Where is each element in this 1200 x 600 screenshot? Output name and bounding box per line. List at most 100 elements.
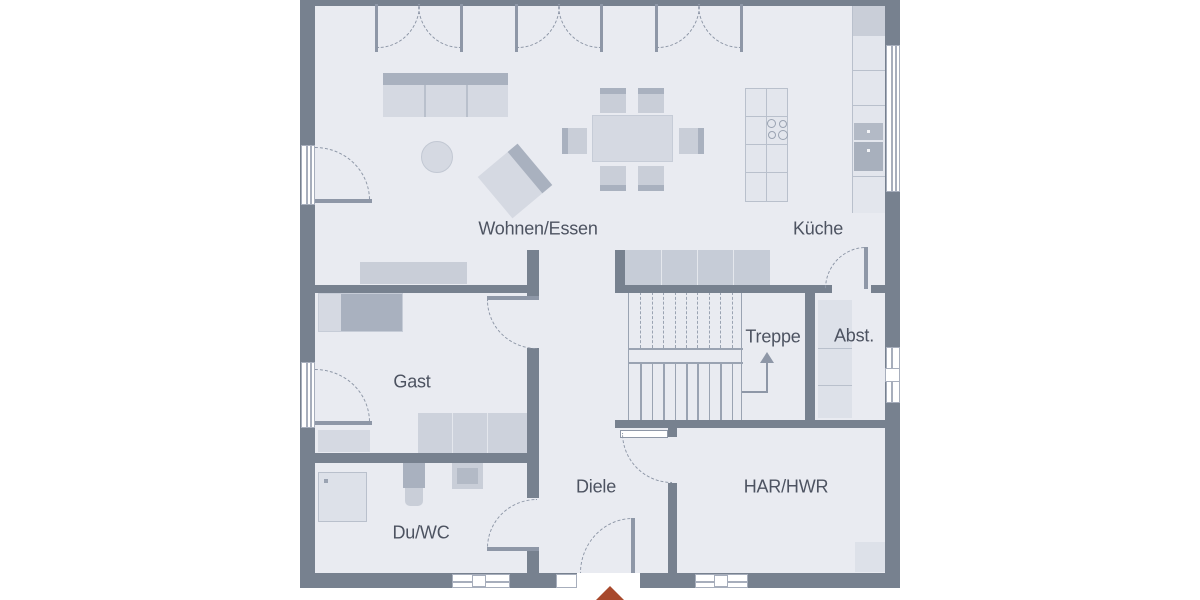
dining-chair [638, 88, 664, 113]
landing-line [629, 348, 743, 350]
stair-tread [686, 292, 687, 348]
terrace-door-leaf [315, 421, 372, 425]
duwc-door-leaf [487, 547, 539, 551]
storage-shelf [818, 300, 852, 418]
patio-door-leaf [515, 4, 518, 52]
patio-door-leaf [460, 4, 463, 52]
utility-equipment [855, 542, 885, 572]
shower-drain [324, 479, 328, 483]
window-connection-box [714, 575, 728, 587]
dresser [318, 430, 370, 452]
stair-tread [697, 363, 699, 420]
kitchen-tall-cabinet [852, 6, 885, 36]
cooktop-burner [767, 119, 776, 128]
kitchen-counter [852, 6, 885, 213]
dining-chair [638, 166, 664, 191]
wall-har-left [668, 483, 677, 573]
sofa-cushion-divider [466, 85, 468, 117]
exterior-wall-top [300, 0, 900, 6]
stair-tread [651, 363, 654, 420]
landing-line [629, 362, 743, 364]
wall-stair-bottom [615, 420, 885, 428]
room-label-gast: Gast [393, 371, 431, 392]
entrance-sidelight [556, 574, 577, 588]
entrance-door-leaf [631, 518, 635, 573]
wardrobe [418, 413, 527, 453]
patio-door-leaf [655, 4, 658, 52]
entrance-arrow [594, 586, 626, 600]
stair-tread [674, 363, 677, 420]
oven-knob [867, 149, 870, 152]
wall-stair-top [871, 285, 885, 293]
patio-door-leaf [740, 4, 743, 52]
stair-tread [651, 292, 653, 348]
stairs-walk-line [742, 391, 768, 393]
stair-tread [731, 292, 733, 348]
exterior-wall-left [300, 0, 315, 588]
stair-tread [663, 363, 665, 420]
appliance-knob [867, 130, 870, 133]
stair-tread [674, 292, 676, 348]
gast-door-leaf [487, 296, 539, 300]
room-label-duwc: Du/WC [392, 522, 450, 543]
wall-hall-vertical [527, 548, 539, 575]
wall-duwc-top [315, 453, 539, 463]
window-connection-box [472, 575, 486, 587]
counter-divider [852, 105, 885, 106]
sofa-cushion-divider [424, 85, 426, 117]
stairs-upper-flight [629, 292, 743, 348]
stair-tread [720, 363, 722, 420]
stair-tread [708, 292, 710, 348]
island-divider [745, 172, 788, 173]
wall-passage-pier [615, 250, 625, 292]
wall-abst-left [805, 293, 815, 420]
dining-chair [600, 88, 626, 113]
room-label-treppe: Treppe [745, 326, 801, 347]
toilet-tank [403, 463, 425, 488]
bed [318, 293, 403, 332]
room-label-kueche: Küche [792, 218, 844, 239]
cooktop-burner [778, 130, 788, 140]
stairs-walk-line [766, 361, 768, 392]
patio-door-leaf [375, 4, 378, 52]
wall-hall-vertical [527, 348, 539, 498]
stair-tread [720, 292, 722, 348]
stair-tread [697, 292, 699, 348]
utility-connection-box [885, 368, 900, 382]
stair-tread [686, 363, 688, 420]
stair-tread [708, 363, 711, 420]
kueche-door-leaf [864, 247, 868, 289]
room-label-wohnen-essen: Wohnen/Essen [478, 218, 598, 239]
wall-har-hinge [668, 428, 677, 437]
island-divider [745, 116, 788, 117]
island-divider [766, 88, 767, 202]
cooktop-burner [779, 120, 787, 128]
patio-door-leaf [600, 4, 603, 52]
stairs-up-arrow [760, 352, 774, 363]
washbasin-bowl [457, 468, 478, 484]
window [301, 362, 315, 428]
wall-gast-top [315, 285, 539, 293]
toilet-bowl [405, 488, 423, 506]
sofa [383, 85, 508, 117]
counter-divider [852, 176, 885, 177]
room-label-diele: Diele [575, 476, 617, 497]
sofa-back [383, 73, 508, 85]
stair-tread [731, 363, 734, 420]
sideboard [360, 262, 467, 284]
cooktop-burner [768, 131, 776, 139]
island-divider [745, 144, 788, 145]
window [886, 45, 900, 192]
wall-stair-top [615, 285, 832, 293]
entrance-opening [577, 573, 640, 588]
dining-chair [600, 166, 626, 191]
window [301, 145, 315, 205]
stair-tread [663, 292, 665, 348]
wall-hall-vertical [527, 250, 539, 298]
counter-divider [852, 70, 885, 71]
coffee-table [421, 141, 453, 173]
dining-chair [679, 128, 704, 154]
stair-tread [640, 292, 642, 348]
terrace-door-leaf [315, 199, 372, 203]
